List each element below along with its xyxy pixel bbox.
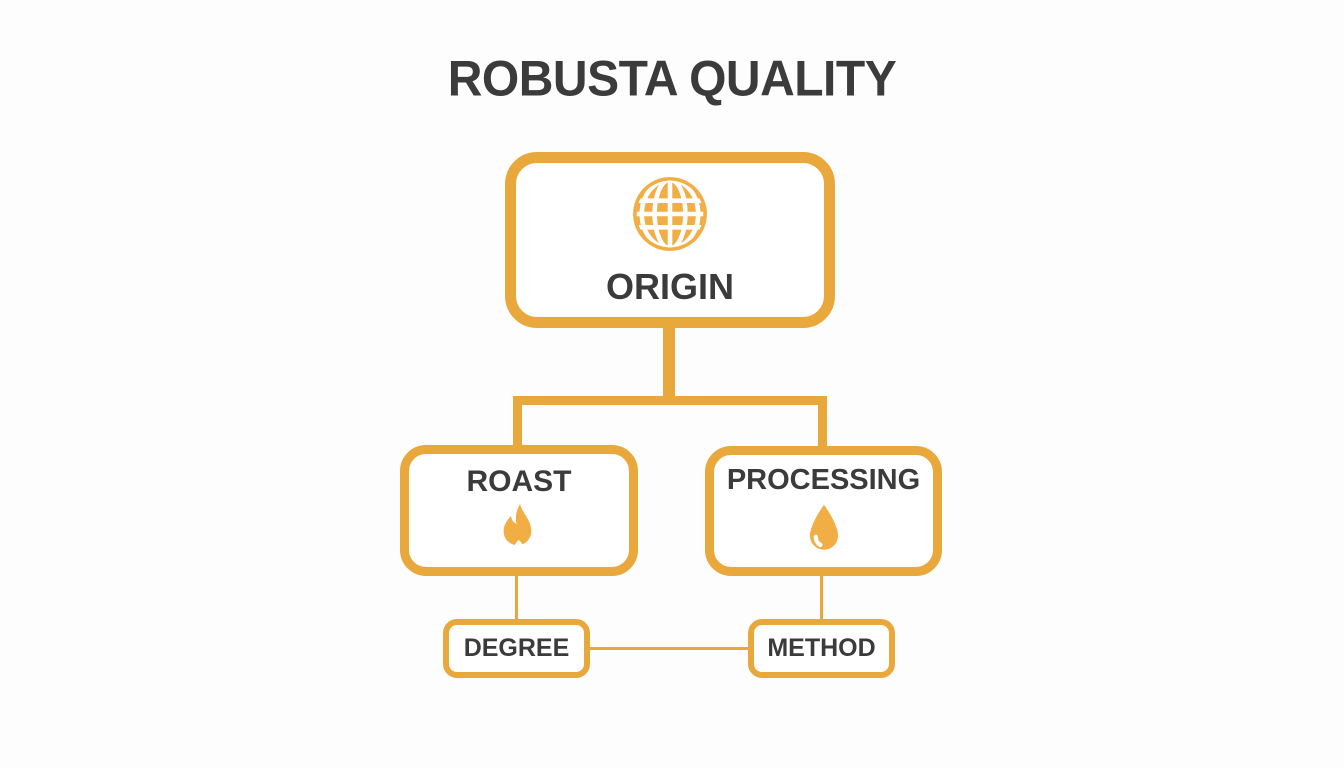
roast-label: ROAST <box>466 465 572 498</box>
degree-label: DEGREE <box>463 633 570 662</box>
connector-processing-method <box>820 574 823 621</box>
diagram-title: ROBUSTA QUALITY <box>447 51 897 108</box>
node-roast: ROAST <box>400 445 638 576</box>
node-origin: ORIGIN <box>505 152 835 328</box>
node-processing: PROCESSING <box>705 446 942 576</box>
origin-label: ORIGIN <box>605 266 734 308</box>
connector-branch-left <box>513 396 522 448</box>
flame-icon <box>503 504 532 554</box>
globe-icon <box>633 177 707 252</box>
processing-label: PROCESSING <box>726 464 921 497</box>
droplet-icon <box>809 504 838 550</box>
node-method: METHOD <box>748 619 895 678</box>
connector-branch-right <box>818 396 827 450</box>
connector-origin-stem <box>663 326 675 400</box>
method-label: METHOD <box>767 633 876 662</box>
connector-branch-bar <box>513 396 827 405</box>
connector-roast-degree <box>515 574 518 621</box>
connector-degree-method <box>590 647 748 650</box>
node-degree: DEGREE <box>443 619 590 678</box>
